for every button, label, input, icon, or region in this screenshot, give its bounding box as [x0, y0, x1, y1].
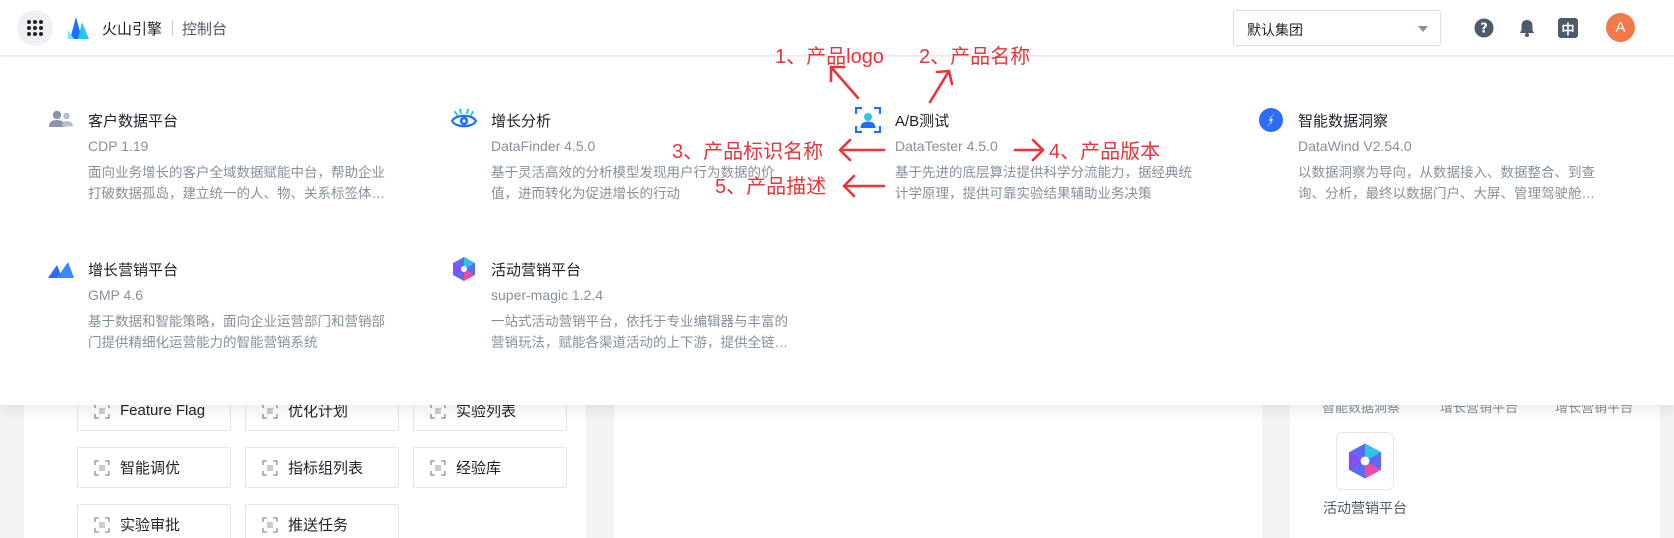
product-description: 基于灵活高效的分析模型发现用户行为数据的价值，进而转化为促进增长的行动 — [491, 165, 775, 201]
product-card-datawind[interactable]: 智能数据洞察 DataWind V2.54.0 以数据洞察为导向，从数据接入、数… — [1258, 107, 1618, 207]
product-card-cdp[interactable]: 客户数据平台 CDP 1.19 面向业务增长的客户全域数据赋能中台，帮助企业打破… — [48, 107, 408, 207]
placeholder-icon — [94, 516, 110, 533]
chip-smart-tuning[interactable]: 智能调优 — [77, 447, 231, 488]
product-version: super-magic 1.2.4 — [491, 287, 604, 303]
ab-test-icon — [855, 107, 881, 133]
product-version: DataWind V2.54.0 — [1298, 138, 1412, 154]
group-select[interactable]: 默认集团 — [1233, 10, 1441, 46]
chip-label: 实验审批 — [120, 517, 181, 534]
svg-text:?: ? — [1480, 22, 1488, 37]
product-card-datafinder[interactable]: 增长分析 DataFinder 4.5.0 基于灵活高效的分析模型发现用户行为数… — [451, 107, 811, 207]
product-name: 活动营销平台 — [491, 262, 582, 279]
growth-marketing-icon — [48, 262, 74, 278]
chip-experience-library[interactable]: 经验库 — [413, 447, 567, 488]
product-card-gmp[interactable]: 增长营销平台 GMP 4.6 基于数据和智能策略，面向企业运营部门和营销部门提供… — [48, 256, 408, 356]
divider — [172, 20, 173, 36]
recent-app-label: 活动营销平台 — [1323, 500, 1407, 516]
product-name: 智能数据洞察 — [1298, 113, 1389, 130]
language-switch-button[interactable]: 中 — [1558, 18, 1578, 38]
chevron-down-icon — [1418, 26, 1428, 32]
chip-label: 推送任务 — [288, 517, 349, 534]
avatar[interactable]: A — [1606, 13, 1635, 42]
product-description: 一站式活动营销平台，依托于专业编辑器与丰富的营销玩法，赋能各渠道活动的上下游，提… — [491, 314, 788, 350]
chip-label: 经验库 — [456, 460, 502, 477]
placeholder-icon — [430, 459, 446, 476]
super-magic-icon — [453, 257, 475, 281]
chip-label: 优化计划 — [288, 403, 349, 420]
product-name: 增长营销平台 — [88, 262, 179, 279]
grid-icon — [27, 20, 43, 36]
bell-icon[interactable] — [1517, 18, 1537, 38]
product-description: 以数据洞察为导向，从数据接入、数据整合、到查询、分析，最终以数据门户、大屏、管理… — [1298, 165, 1595, 201]
annotation-product-name: 2、产品名称 — [919, 46, 1031, 68]
product-version: CDP 1.19 — [88, 138, 149, 154]
eye-icon — [451, 108, 477, 128]
annotation-product-version: 4、产品版本 — [1049, 141, 1161, 163]
compass-icon — [1259, 108, 1283, 132]
chip-label: Feature Flag — [120, 402, 206, 419]
product-description: 基于数据和智能策略，面向企业运营部门和营销部门提供精细化运营能力的智能营销系统 — [88, 314, 385, 350]
chip-label: 实验列表 — [456, 403, 517, 420]
brand-name[interactable]: 火山引擎 — [102, 21, 163, 38]
annotation-product-description: 5、产品描述 — [715, 176, 827, 198]
app-launcher-button[interactable] — [17, 10, 53, 46]
product-name: 增长分析 — [491, 113, 552, 130]
chip-metric-group-list[interactable]: 指标组列表 — [245, 447, 399, 488]
chip-label: 智能调优 — [120, 460, 181, 477]
placeholder-icon — [94, 459, 110, 476]
product-description: 面向业务增长的客户全域数据赋能中台，帮助企业打破数据孤岛，建立统一的人、物、关系… — [88, 165, 385, 201]
annotation-product-identifier: 3、产品标识名称 — [672, 141, 824, 163]
volcengine-logo-icon[interactable] — [68, 16, 90, 40]
placeholder-icon — [262, 516, 278, 533]
product-version: DataTester 4.5.0 — [895, 138, 998, 154]
language-badge: 中 — [1561, 21, 1575, 37]
product-dropdown-panel: 客户数据平台 CDP 1.19 面向业务增长的客户全域数据赋能中台，帮助企业打破… — [0, 57, 1674, 405]
users-icon — [49, 110, 73, 127]
chip-experiment-approval[interactable]: 实验审批 — [77, 504, 231, 538]
product-name: A/B测试 — [895, 113, 950, 130]
product-description: 基于先进的底层算法提供科学分流能力，据经典统计学原理，提供可靠实验结果辅助业务决… — [895, 165, 1192, 201]
group-select-value: 默认集团 — [1247, 22, 1303, 38]
product-version: GMP 4.6 — [88, 287, 143, 303]
placeholder-icon — [262, 459, 278, 476]
product-name: 客户数据平台 — [88, 113, 179, 130]
super-magic-icon — [1348, 443, 1382, 479]
product-card-datatester[interactable]: A/B测试 DataTester 4.5.0 基于先进的底层算法提供科学分流能力… — [855, 107, 1215, 207]
product-version: DataFinder 4.5.0 — [491, 138, 596, 154]
help-icon[interactable]: ? — [1474, 18, 1494, 38]
annotation-product-logo: 1、产品logo — [775, 46, 884, 68]
console-link[interactable]: 控制台 — [182, 21, 228, 38]
top-navigation-bar: 火山引擎 控制台 默认集团 ? 中 A — [0, 0, 1674, 56]
product-card-super-magic[interactable]: 活动营销平台 super-magic 1.2.4 一站式活动营销平台，依托于专业… — [451, 256, 811, 356]
chip-push-task[interactable]: 推送任务 — [245, 504, 399, 538]
recent-app-tile[interactable] — [1336, 432, 1394, 490]
chip-label: 指标组列表 — [288, 460, 364, 477]
